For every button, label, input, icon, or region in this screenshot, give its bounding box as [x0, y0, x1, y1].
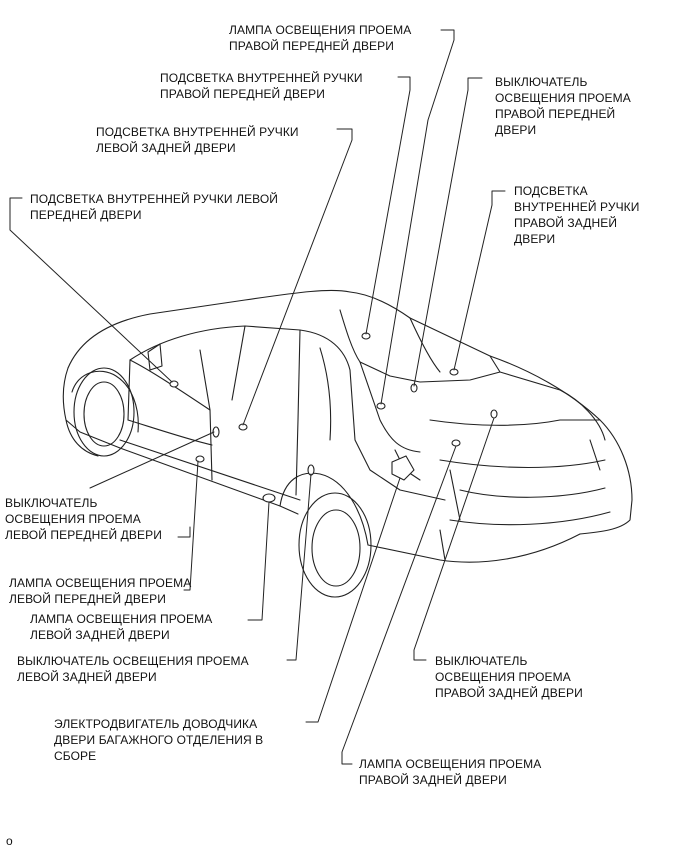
component-markers — [169, 332, 498, 503]
leader-lines — [9, 29, 506, 765]
car-body — [62, 289, 633, 598]
footer-mark: o — [6, 834, 13, 848]
label-light-right-front-handle: ПОДСВЕТКА ВНУТРЕННЕЙ РУЧКИ ПРАВОЙ ПЕРЕДН… — [160, 71, 363, 101]
label-switch-left-rear-door: ВЫКЛЮЧАТЕЛЬ ОСВЕЩЕНИЯ ПРОЕМА ЛЕВОЙ ЗАДНЕ… — [17, 654, 249, 684]
label-trunk-closer-motor: ЭЛЕКТРОДВИГАТЕЛЬ ДОВОДЧИКА ДВЕРИ БАГАЖНО… — [54, 717, 264, 763]
label-lamp-left-rear-door: ЛАМПА ОСВЕЩЕНИЯ ПРОЕМА ЛЕВОЙ ЗАДНЕЙ ДВЕР… — [30, 612, 213, 642]
label-light-left-front-handle: ПОДСВЕТКА ВНУТРЕННЕЙ РУЧКИ ЛЕВОЙ ПЕРЕДНЕ… — [30, 192, 279, 222]
label-lamp-right-front-door: ЛАМПА ОСВЕЩЕНИЯ ПРОЕМА ПРАВОЙ ПЕРЕДНЕЙ Д… — [229, 23, 412, 53]
label-light-right-rear-handle: ПОДСВЕТКА ВНУТРЕННЕЙ РУЧКИ ПРАВОЙ ЗАДНЕЙ… — [514, 184, 640, 246]
label-lamp-right-rear-door: ЛАМПА ОСВЕЩЕНИЯ ПРОЕМА ПРАВОЙ ЗАДНЕЙ ДВЕ… — [359, 757, 542, 787]
label-switch-right-front-door: ВЫКЛЮЧАТЕЛЬ ОСВЕЩЕНИЯ ПРОЕМА ПРАВОЙ ПЕРЕ… — [495, 75, 631, 137]
label-lamp-left-front-door: ЛАМПА ОСВЕЩЕНИЯ ПРОЕМА ЛЕВОЙ ПЕРЕДНЕЙ ДВ… — [9, 576, 192, 606]
label-switch-right-rear-door: ВЫКЛЮЧАТЕЛЬ ОСВЕЩЕНИЯ ПРОЕМА ПРАВОЙ ЗАДН… — [435, 654, 583, 700]
label-light-left-rear-handle: ПОДСВЕТКА ВНУТРЕННЕЙ РУЧКИ ЛЕВОЙ ЗАДНЕЙ … — [96, 125, 299, 155]
label-switch-left-front-door: ВЫКЛЮЧАТЕЛЬ ОСВЕЩЕНИЯ ПРОЕМА ЛЕВОЙ ПЕРЕД… — [5, 496, 162, 542]
